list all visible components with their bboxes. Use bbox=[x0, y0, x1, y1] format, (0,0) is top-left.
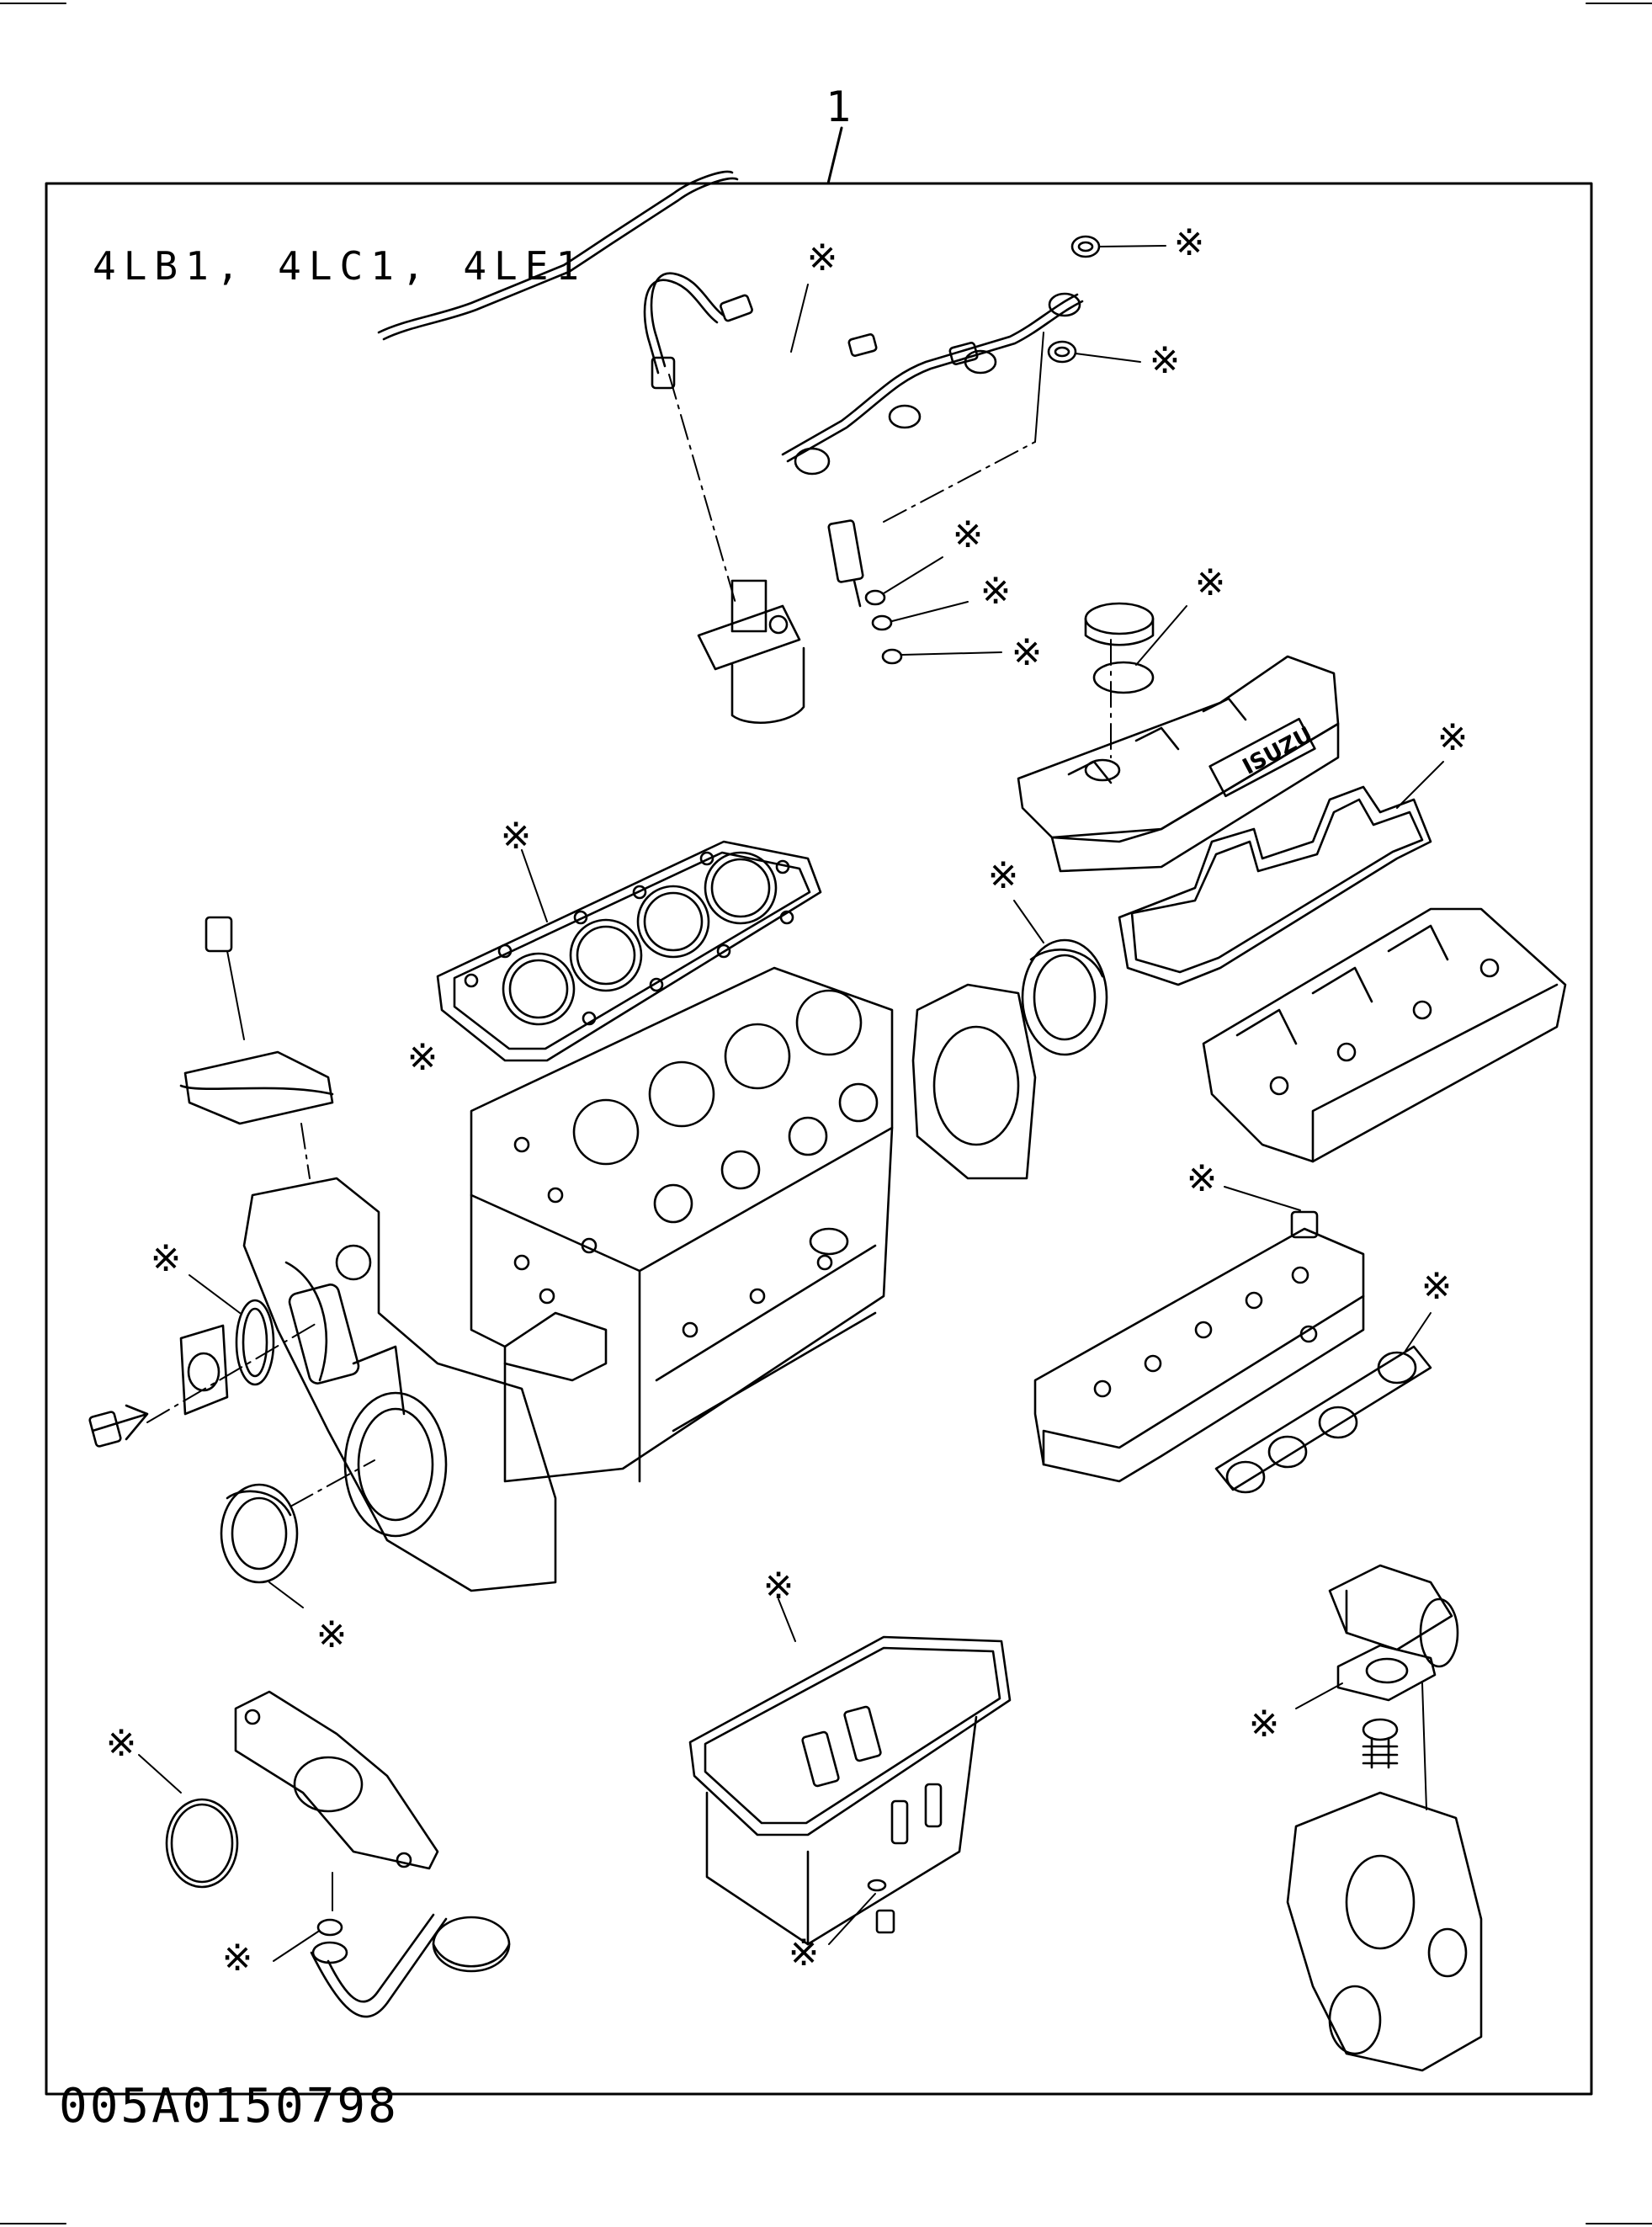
part-marker: ※ bbox=[1437, 716, 1469, 759]
page-corner-marks bbox=[0, 3, 1652, 2224]
oil-pan-gasket bbox=[690, 1599, 1010, 1835]
pump-o-ring bbox=[139, 1755, 237, 1887]
engine-models-label: 4LB1, 4LC1, 4LE1 bbox=[93, 243, 587, 289]
part-marker: ※ bbox=[762, 1565, 794, 1608]
head-cover-gasket bbox=[1119, 762, 1443, 985]
rear-plate bbox=[913, 985, 1035, 1178]
part-marker: ※ bbox=[150, 1237, 182, 1280]
part-marker: ※ bbox=[952, 513, 984, 556]
part-marker: ※ bbox=[806, 237, 838, 279]
part-marker: ※ bbox=[406, 1036, 438, 1079]
oil-pump bbox=[236, 1692, 438, 1868]
thermostat bbox=[1363, 1719, 1397, 1767]
part-marker: ※ bbox=[316, 1613, 348, 1656]
timing-cover-plate bbox=[181, 917, 332, 1178]
pipe-sealing-washers bbox=[791, 237, 1166, 663]
front-oil-seal bbox=[221, 1460, 374, 1608]
part-marker: ※ bbox=[1194, 561, 1226, 604]
part-marker: ※ bbox=[1248, 1703, 1280, 1746]
oil-pan bbox=[707, 1706, 976, 1944]
part-marker: ※ bbox=[1186, 1157, 1218, 1200]
rear-oil-seal bbox=[1014, 901, 1107, 1055]
cylinder-head-cover: ISUZU bbox=[1018, 603, 1338, 871]
part-marker: ※ bbox=[1149, 339, 1181, 382]
part-marker: ※ bbox=[1173, 221, 1205, 264]
manifold-gasket bbox=[1216, 1313, 1431, 1492]
part-marker: ※ bbox=[788, 1932, 820, 1975]
rocker-housing bbox=[1203, 909, 1565, 1161]
kit-frame bbox=[46, 183, 1591, 2094]
part-marker: ※ bbox=[1421, 1265, 1453, 1308]
part-marker: ※ bbox=[221, 1937, 253, 1980]
timing-gear-case bbox=[244, 1178, 555, 1591]
oil-strainer bbox=[274, 1873, 509, 2017]
part-marker: ※ bbox=[105, 1722, 137, 1765]
cylinder-head bbox=[1035, 1187, 1363, 1481]
injection-pipe-set bbox=[379, 172, 1082, 723]
thermostat-gasket bbox=[1296, 1645, 1435, 1709]
callout-number: 1 bbox=[825, 82, 852, 131]
part-marker: ※ bbox=[980, 570, 1012, 613]
callout-leader bbox=[828, 128, 842, 183]
part-marker: ※ bbox=[987, 854, 1019, 897]
part-marker: ※ bbox=[1011, 631, 1043, 674]
front-cover-small-plate bbox=[89, 1275, 320, 1447]
cylinder-head-gasket bbox=[438, 842, 821, 1060]
water-outlet-pipe bbox=[1330, 1565, 1458, 1666]
drain-plug bbox=[829, 1880, 894, 1944]
thermostat-housing bbox=[1288, 1683, 1481, 2070]
part-marker: ※ bbox=[500, 815, 532, 858]
cylinder-block bbox=[471, 968, 892, 1481]
diagram-id: 005A0150798 bbox=[59, 2079, 399, 2134]
